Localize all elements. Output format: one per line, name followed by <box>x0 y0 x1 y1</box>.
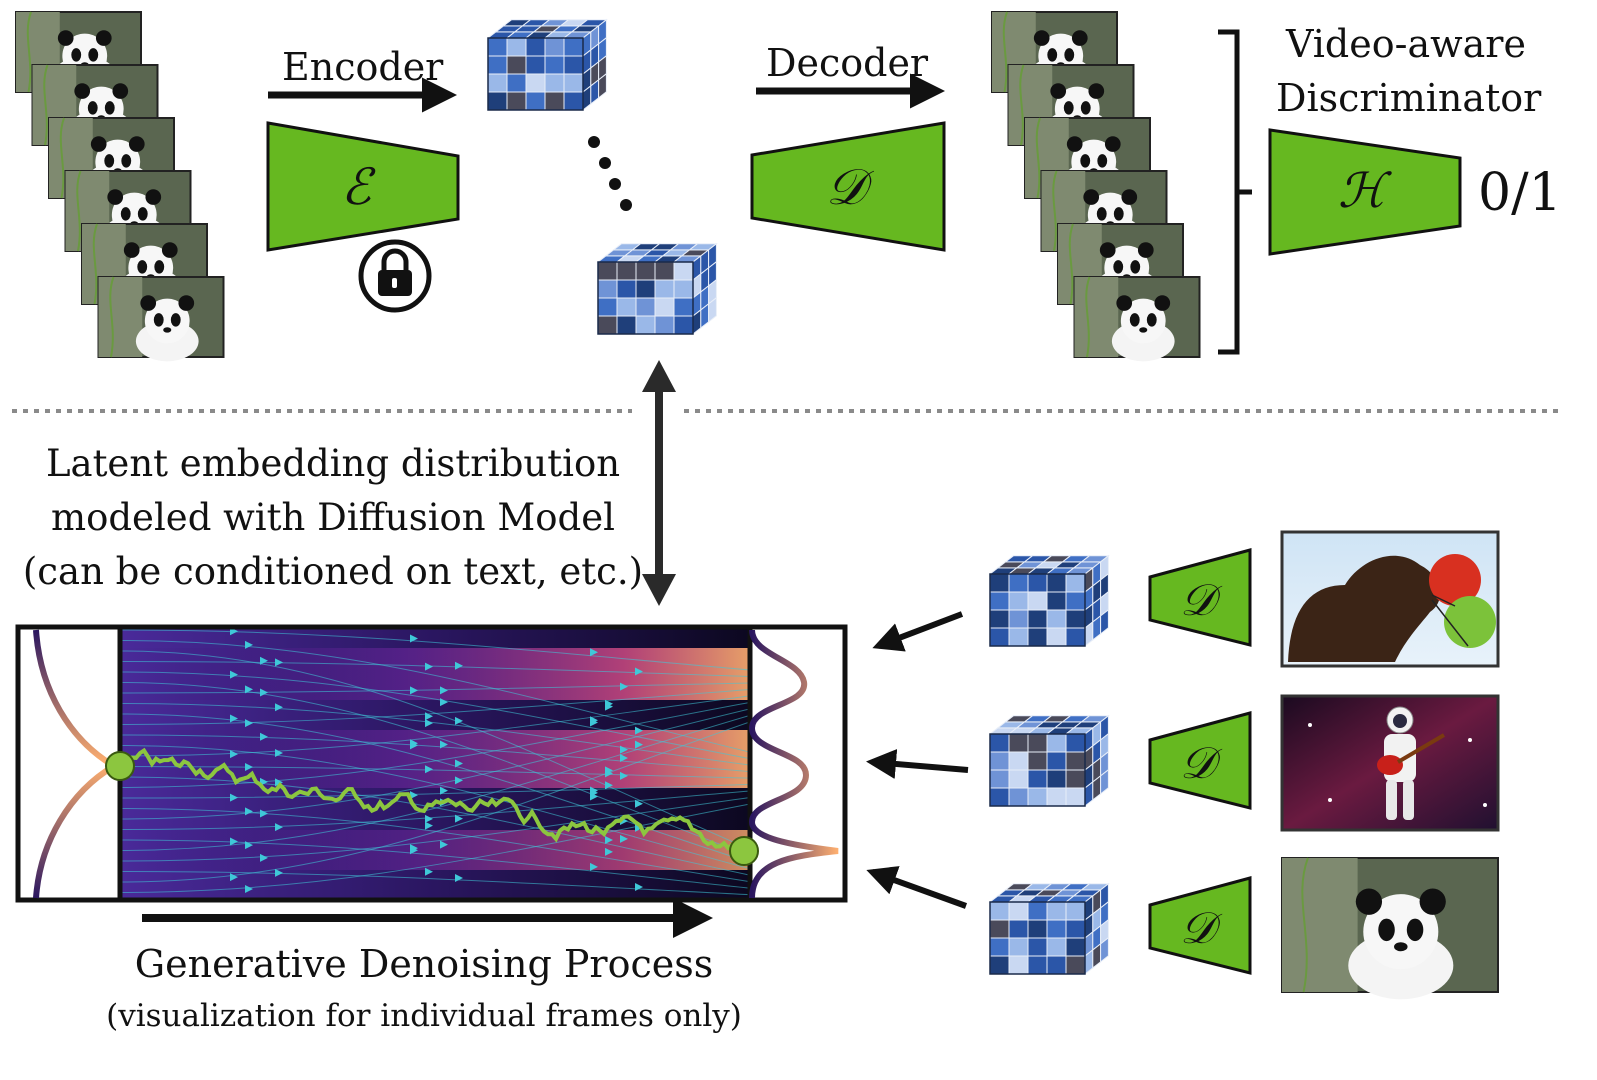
process-title: Generative Denoising Process <box>135 942 713 986</box>
sample-frame-panda <box>1281 857 1499 1000</box>
latent-description-line3: (can be conditioned on text, etc.) <box>23 550 643 593</box>
discriminator-output: 0/1 <box>1478 163 1562 223</box>
ellipsis-dots <box>588 136 632 211</box>
process-note: (visualization for individual frames onl… <box>106 998 742 1034</box>
data-multimodal-curve <box>748 629 839 899</box>
frames-bracket <box>1218 29 1252 355</box>
decoder-label: Decoder <box>766 41 929 85</box>
discriminator-symbol: ℋ <box>1338 163 1392 219</box>
latent-description-line1: Latent embedding distribution <box>46 442 620 485</box>
latent-description-line2: modeled with Diffusion Model <box>51 496 615 539</box>
panda-frame <box>97 276 225 362</box>
panda-frame <box>1073 276 1201 362</box>
input-video-frames <box>15 11 225 362</box>
sample-arrow <box>866 866 968 909</box>
panda-frame <box>1281 857 1499 1000</box>
prior-distribution-panel <box>15 624 123 903</box>
latent-cube <box>988 714 1110 808</box>
latent-cube <box>596 242 718 336</box>
sample-frame-bear <box>1280 530 1500 668</box>
generated-samples: 𝒟 𝒟 𝒟 <box>866 530 1500 1000</box>
sample-arrow <box>872 611 964 652</box>
latent-cube <box>486 18 608 112</box>
trajectory-start-point <box>105 751 135 781</box>
encoder-label: Encoder <box>282 45 444 89</box>
discriminator-block <box>1268 128 1462 256</box>
sample-decoder-block <box>1148 876 1252 975</box>
diffusion-visualization <box>15 624 848 903</box>
sample-frame-astronaut <box>1280 694 1500 832</box>
latent-cube <box>988 882 1110 976</box>
decoder-block <box>750 121 946 252</box>
sample-decoder-block <box>1148 548 1252 647</box>
reconstructed-video-frames <box>991 11 1201 362</box>
sample-arrow <box>866 749 969 779</box>
latent-cube <box>988 554 1110 648</box>
discriminator-label-line1: Video-aware <box>1285 22 1526 66</box>
sample-decoder-block <box>1148 711 1252 810</box>
lock-icon <box>358 239 432 313</box>
encoder-block <box>266 121 460 252</box>
trajectory-end-point <box>729 836 759 866</box>
denoising-trajectory <box>120 747 746 851</box>
flow-streamlines <box>120 627 750 896</box>
latent-diffusion-double-arrow <box>642 360 676 606</box>
encoder-symbol: ℰ <box>341 158 376 216</box>
discriminator-label-line2: Discriminator <box>1276 76 1542 120</box>
